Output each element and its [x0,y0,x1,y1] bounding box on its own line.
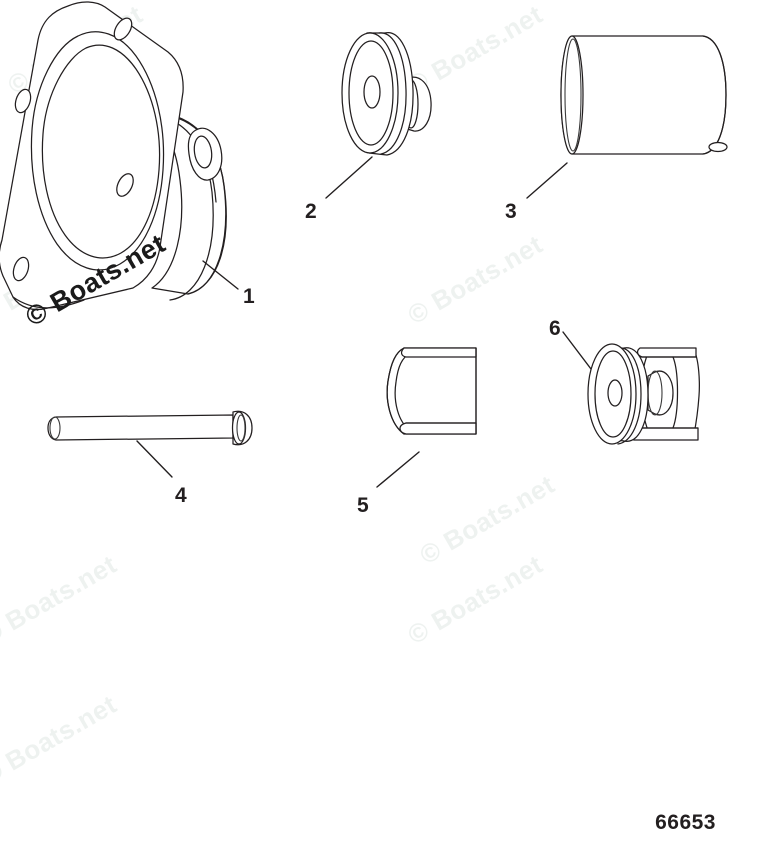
part-5-split-sleeve-bearing [376,347,477,488]
callout-number-4: 4 [175,484,187,507]
part-6-cap-and-sleeve-assembly [562,331,700,445]
callout-number-2: 2 [305,200,317,223]
callout-number-5: 5 [357,494,369,517]
callout-number-3: 3 [505,200,517,223]
diagram-id-number: 66653 [655,811,716,834]
part-2-end-cap-bushing [325,32,432,199]
part-3-tube-sleeve [526,35,728,199]
part-1-flanged-bearing-housing [0,1,239,311]
callout-number-6: 6 [549,317,561,340]
callout-number-1: 1 [243,285,255,308]
part-4-shaft-rod [47,410,253,478]
